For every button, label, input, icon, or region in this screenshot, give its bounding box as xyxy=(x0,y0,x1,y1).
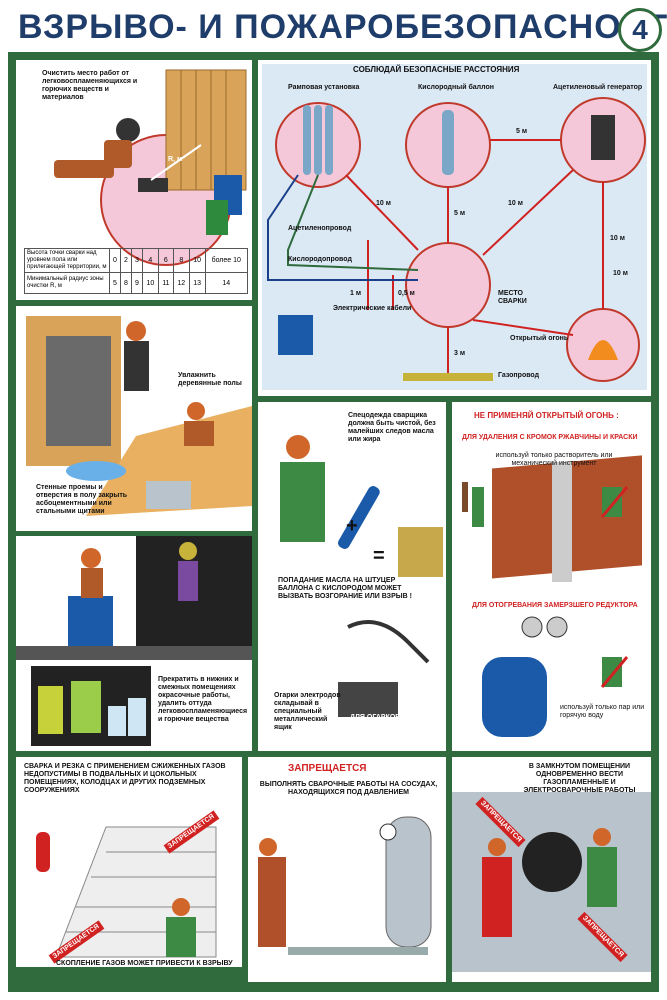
stubs-text: Огарки электродов складывай в специальны… xyxy=(274,692,341,731)
panel-simultaneous-works: В ЗАМКНУТОМ ПОМЕЩЕНИИ ОДНОВРЕМЕННО ВЕСТИ… xyxy=(452,757,651,982)
poster-number-badge: 4 xyxy=(618,8,662,52)
clear-area-text: Очистить место работ от легковоспламеняю… xyxy=(42,70,138,101)
panel-basements: СВАРКА И РЕЗКА С ПРИМЕНЕНИЕМ СЖИЖЕННЫХ Г… xyxy=(16,757,242,982)
panel-safe-distances: СОБЛЮДАЙ БЕЗОПАСНЫЕ РАССТОЯНИЯ Рамповая … xyxy=(258,60,651,396)
oil-warning-text: ПОПАДАНИЕ МАСЛА НА ШТУЦЕР БАЛЛОНА С КИСЛ… xyxy=(278,577,412,600)
distances-title: СОБЛЮДАЙ БЕЗОПАСНЫЕ РАССТОЯНИЯ xyxy=(353,65,520,74)
acetylene-line-label: Ацетиленопровод xyxy=(288,225,352,232)
gas-explosion-text: СКОПЛЕНИЕ ГАЗОВ МОЖЕТ ПРИВЕСТИ К ВЗРЫВУ xyxy=(56,960,233,967)
cables-label: Электрические кабели xyxy=(333,305,412,312)
simultaneous-works-illustration xyxy=(452,792,651,972)
distance-label: 0,5 м xyxy=(398,290,415,297)
cell: 4 xyxy=(141,248,159,273)
rust-text: используй только растворитель или механи… xyxy=(495,452,613,467)
panel-clean-clothes: + = Спецодежда сварщика должна быть чист… xyxy=(258,402,446,751)
clearance-table: Высота точки сварки над уровнем пола или… xyxy=(24,248,248,294)
table-head-height: Высота точки сварки над уровнем пола или… xyxy=(24,248,110,273)
stop-painting-text: Прекратить в нижних и смежных помещениях… xyxy=(158,676,248,723)
oxygen-line-label: Кислородопровод xyxy=(288,256,352,263)
open-fire-label: Открытый огонь xyxy=(510,335,569,342)
cell: 11 xyxy=(157,272,174,294)
clear-area-illustration xyxy=(54,69,247,266)
distance-label: 3 м xyxy=(454,350,466,357)
cell: 13 xyxy=(188,272,206,294)
cell: 3 xyxy=(130,248,143,273)
cell: 8 xyxy=(172,248,190,273)
cell: 2 xyxy=(119,248,132,273)
wet-floors-text: Увлажнить деревянные полы xyxy=(178,372,242,387)
cell: 9 xyxy=(130,272,143,294)
panel-wet-floors: Увлажнить деревянные полы Стенные проемы… xyxy=(16,306,252,531)
cover-openings-text: Стенные проемы и отверстия в полу закрыт… xyxy=(36,484,128,515)
rust-subtitle: ДЛЯ УДАЛЕНИЯ С КРОМОК РЖАВЧИНЫ И КРАСКИ xyxy=(462,434,638,441)
reducer-text: используй только пар или горячую воду xyxy=(560,704,645,719)
distance-label: 10 м xyxy=(613,270,628,277)
distance-label: 1 м xyxy=(350,290,362,297)
no-open-fire-illustration xyxy=(462,455,642,737)
pressure-vessels-text: ВЫПОЛНЯТЬ СВАРОЧНЫЕ РАБОТЫ НА СОСУДАХ, Н… xyxy=(259,781,438,796)
cell: более 10 xyxy=(204,248,248,273)
forbidden-title: ЗАПРЕЩАЕТСЯ xyxy=(288,763,367,774)
svg-text:=: = xyxy=(373,545,385,567)
table-row: Высота точки сварки над уровнем пола или… xyxy=(24,248,248,273)
panel-pressure-vessels: ЗАПРЕЩАЕТСЯ ВЫПОЛНЯТЬ СВАРОЧНЫЕ РАБОТЫ Н… xyxy=(248,757,446,982)
cell: 10 xyxy=(141,272,159,294)
distance-label: 5 м xyxy=(454,210,466,217)
distance-label: 10 м xyxy=(610,235,625,242)
distances-diagram xyxy=(267,97,646,382)
panel-clear-area: Очистить место работ от легковоспламеняю… xyxy=(16,60,252,300)
clean-clothes-illustration: + = xyxy=(280,435,443,717)
oxygen-cylinder-label: Кислородный баллон xyxy=(418,84,494,91)
cell: 0 xyxy=(109,248,121,273)
gas-pipe-label: Газопровод xyxy=(498,372,540,379)
welding-place-label: МЕСТО СВАРКИ xyxy=(498,290,527,305)
stop-painting-illustration xyxy=(16,536,252,746)
cell: 10 xyxy=(188,248,206,273)
simultaneous-works-text: В ЗАМКНУТОМ ПОМЕЩЕНИИ ОДНОВРЕМЕННО ВЕСТИ… xyxy=(523,763,636,794)
cell: 8 xyxy=(119,272,132,294)
pressure-vessels-illustration xyxy=(258,816,432,955)
poster-title: ВЗРЫВО- И ПОЖАРОБЕЗОПАСНОСТЬ xyxy=(18,8,667,46)
stubs-box-label: ДЛЯ ОГАРКОВ xyxy=(350,714,401,721)
distance-label: 5 м xyxy=(516,128,528,135)
clothes-text: Спецодежда сварщика должна быть чистой, … xyxy=(348,412,436,443)
no-fire-title: НЕ ПРИМЕНЯЙ ОТКРЫТЫЙ ОГОНЬ : xyxy=(474,411,619,420)
distance-label: 10 м xyxy=(376,200,391,207)
ramp-label: Рамповая установка xyxy=(288,84,360,91)
cell: 12 xyxy=(172,272,190,294)
acetylene-generator-label: Ацетиленовый генератор xyxy=(553,84,643,91)
cell: 14 xyxy=(204,272,248,294)
radius-label: R, м xyxy=(168,156,183,163)
panel-stop-painting: Прекратить в нижних и смежных помещениях… xyxy=(16,536,252,751)
wet-floors-illustration xyxy=(26,316,252,516)
table-head-radius: Минимальный радиус зоны очистки R, м xyxy=(24,272,110,294)
distance-label: 10 м xyxy=(508,200,523,207)
panel-no-open-fire: НЕ ПРИМЕНЯЙ ОТКРЫТЫЙ ОГОНЬ : ДЛЯ УДАЛЕНИ… xyxy=(452,402,651,751)
reducer-subtitle: ДЛЯ ОТОГРЕВАНИЯ ЗАМЕРЗШЕГО РЕДУКТОРА xyxy=(472,602,638,609)
table-row: Минимальный радиус зоны очистки R, м 5 8… xyxy=(24,272,248,294)
cell: 5 xyxy=(109,272,121,294)
cell: 6 xyxy=(157,248,174,273)
basements-text: СВАРКА И РЕЗКА С ПРИМЕНЕНИЕМ СЖИЖЕННЫХ Г… xyxy=(24,763,226,794)
svg-text:+: + xyxy=(346,515,358,537)
